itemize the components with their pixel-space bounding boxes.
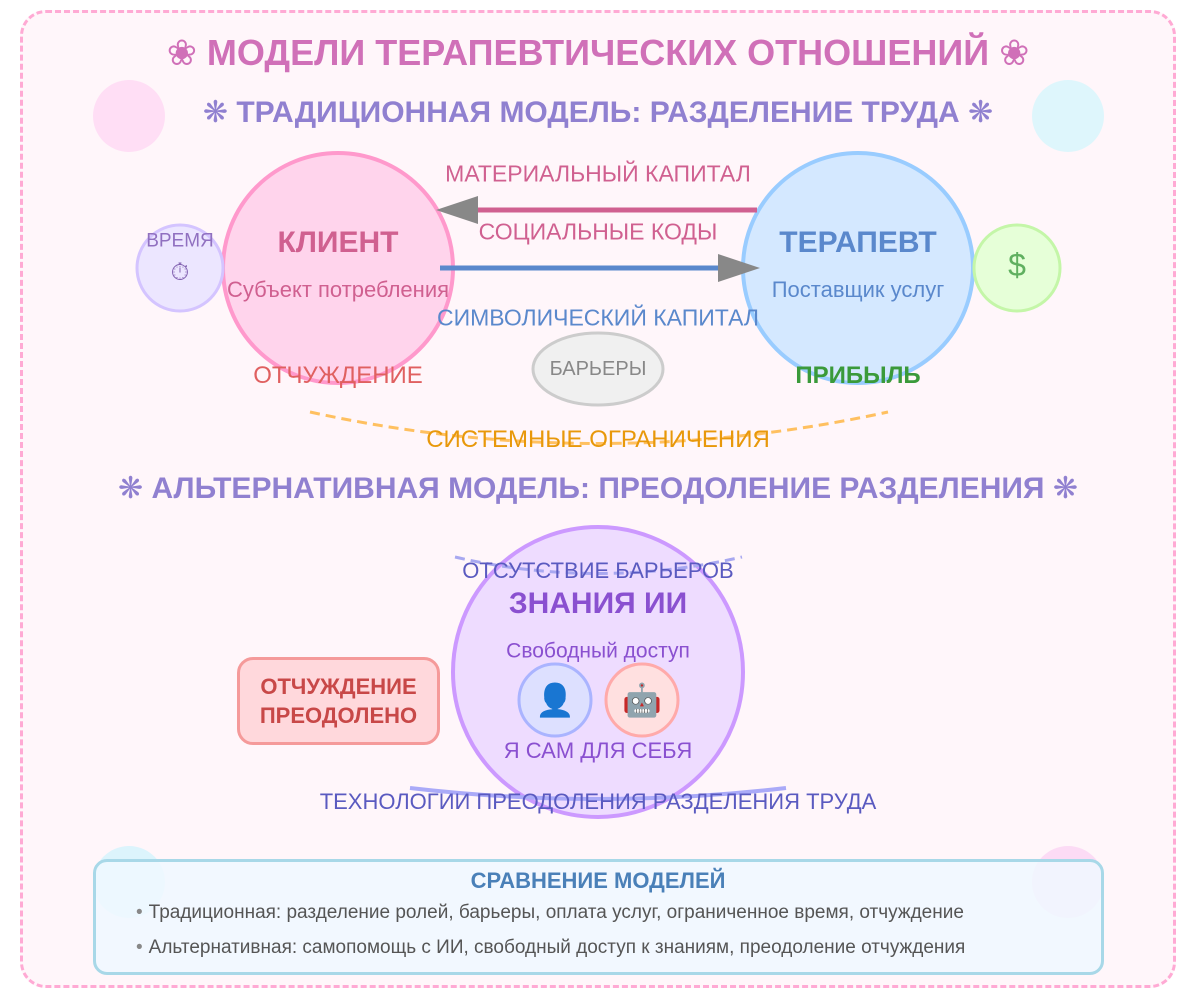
comparison-item-text: Традиционная: разделение ролей, барьеры,… — [148, 902, 964, 923]
robot-icon: 🤖 — [622, 682, 662, 718]
no-barriers-label: ОТСУТСТВИЕ БАРЬЕРОВ — [462, 558, 734, 583]
ai-knowledge-title: ЗНАНИЯ ИИ — [508, 587, 688, 620]
material-arrowhead — [436, 196, 478, 224]
client-subtitle: Субъект потребления — [226, 277, 450, 302]
therapist-circle — [741, 151, 975, 385]
stopwatch-icon: ⏱ — [170, 259, 190, 286]
comparison-title: СРАВНЕНИЕ МОДЕЛЕЙ — [470, 868, 726, 893]
therapist-title: ТЕРАПЕВТ — [779, 226, 937, 259]
symbolic-capital-label: СИМВОЛИЧЕСКИЙ КАПИТАЛ — [436, 304, 760, 331]
therapist-subtitle: Поставщик услуг — [771, 277, 945, 302]
client-title: КЛИЕНТ — [277, 226, 399, 259]
comparison-item-text: Альтернативная: самопомощь с ИИ, свободн… — [148, 937, 966, 958]
symbolic-arrowhead — [718, 254, 760, 282]
system-constraints-arc — [309, 410, 889, 445]
time-circle — [135, 223, 225, 313]
dollar-icon: $ — [1008, 247, 1026, 283]
profit-label: ПРИБЫЛЬ — [795, 362, 921, 389]
ai-knowledge-subtitle: Свободный доступ — [506, 639, 690, 663]
person-circle — [517, 662, 593, 738]
decor-bubble-cyan-top — [1032, 80, 1104, 152]
decor-bubble-pink-top — [93, 80, 165, 152]
ai-knowledge-circle — [451, 525, 745, 819]
comparison-box — [93, 859, 1104, 975]
alienation-overcome-line1: ОТЧУЖДЕНИЕ — [260, 674, 417, 699]
social-codes-label: СОЦИАЛЬНЫЕ КОДЫ — [478, 218, 718, 245]
bullet-icon: • — [136, 937, 143, 958]
system-constraints-label: СИСТЕМНЫЕ ОГРАНИЧЕНИЯ — [426, 426, 770, 453]
diagram-frame — [20, 10, 1176, 988]
robot-circle — [604, 662, 680, 738]
traditional-heading: ❋ ТРАДИЦИОННАЯ МОДЕЛЬ: РАЗДЕЛЕНИЕ ТРУДА … — [202, 96, 994, 129]
comparison-item-traditional: •Традиционная: разделение ролей, барьеры… — [136, 902, 964, 924]
bullet-icon: • — [136, 902, 143, 923]
barriers-label: БАРЬЕРЫ — [549, 358, 647, 380]
technologies-arc — [409, 786, 787, 801]
alienation-overcome-badge: ОТЧУЖДЕНИЕ ПРЕОДОЛЕНО — [237, 657, 440, 745]
self-label: Я САМ ДЛЯ СЕБЯ — [503, 738, 693, 763]
person-icon: 👤 — [535, 682, 575, 718]
money-circle — [972, 223, 1062, 313]
comparison-item-alternative: •Альтернативная: самопомощь с ИИ, свобод… — [136, 937, 965, 959]
page-title: ❀ МОДЕЛИ ТЕРАПЕВТИЧЕСКИХ ОТНОШЕНИЙ ❀ — [166, 32, 1030, 73]
no-barriers-arc — [454, 555, 743, 575]
client-circle — [221, 151, 455, 385]
material-capital-label: МАТЕРИАЛЬНЫЙ КАПИТАЛ — [445, 160, 751, 187]
alternative-heading: ❋ АЛЬТЕРНАТИВНАЯ МОДЕЛЬ: ПРЕОДОЛЕНИЕ РАЗ… — [118, 472, 1078, 505]
alienation-label: ОТЧУЖДЕНИЕ — [253, 362, 423, 389]
time-label: ВРЕМЯ — [146, 230, 214, 252]
alienation-overcome-line2: ПРЕОДОЛЕНО — [259, 703, 418, 728]
technologies-label: ТЕХНОЛОГИИ ПРЕОДОЛЕНИЯ РАЗДЕЛЕНИЯ ТРУДА — [319, 789, 877, 814]
barriers-ellipse — [531, 331, 665, 407]
